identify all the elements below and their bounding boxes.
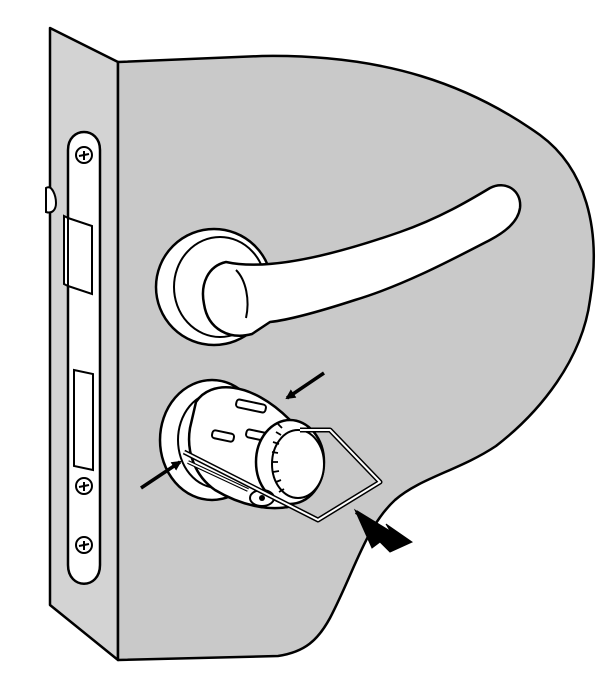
latch-bolt bbox=[63, 214, 93, 296]
screw-icon bbox=[75, 146, 93, 164]
screw-icon bbox=[75, 536, 93, 554]
faceplate bbox=[66, 130, 102, 585]
arrow-icon bbox=[140, 460, 182, 490]
latch-stub bbox=[45, 186, 58, 214]
cylinder-cap bbox=[254, 418, 326, 506]
arrow-icon bbox=[285, 371, 325, 400]
arrow-icon bbox=[353, 508, 414, 553]
door-leaf bbox=[116, 54, 595, 662]
lever-handle-neck bbox=[235, 269, 249, 319]
knurled-ring bbox=[271, 423, 285, 493]
screw-icon bbox=[75, 477, 93, 495]
lever-handle bbox=[201, 183, 522, 337]
deadbolt-slot bbox=[73, 368, 94, 472]
